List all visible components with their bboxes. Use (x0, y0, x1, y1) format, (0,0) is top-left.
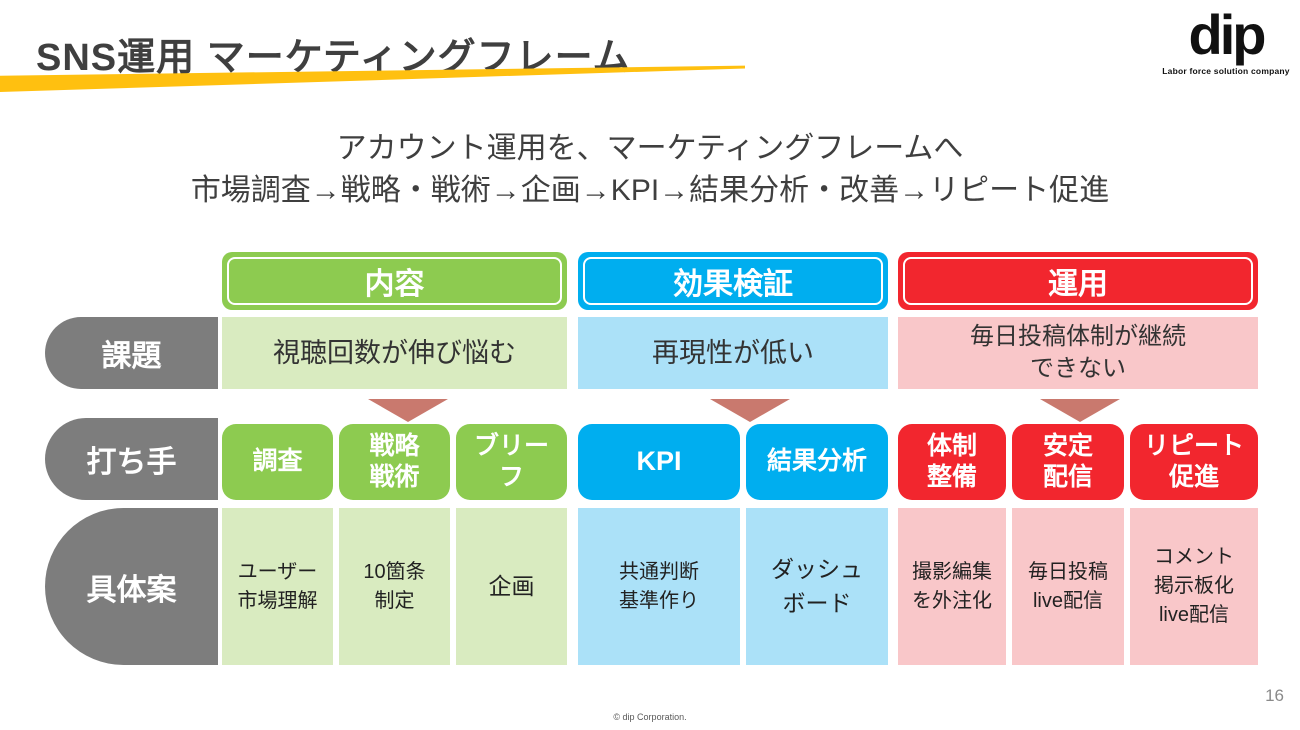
action-box-stable-posting: 安定 配信 (1012, 424, 1124, 500)
action-box-strategy: 戦略 戦術 (339, 424, 450, 500)
action-box-structure: 体制 整備 (898, 424, 1006, 500)
column-header-verification-label: 効果検証 (673, 268, 793, 301)
row-label-action: 打ち手 (45, 418, 218, 500)
arrow-down-icon (1040, 399, 1120, 422)
issue-cell-operation: 毎日投稿体制が継続 できない (898, 317, 1258, 389)
action-box-kpi: KPI (578, 424, 740, 500)
subtitle: アカウント運用を、マーケティングフレームへ 市場調査→戦略・戦術→企画→KPI→… (0, 128, 1300, 212)
issue-cell-verification: 再現性が低い (578, 317, 888, 389)
arrow-down-icon (710, 399, 790, 422)
subtitle-line-2: 市場調査→戦略・戦術→企画→KPI→結果分析・改善→リピート促進 (190, 174, 1110, 207)
detail-cell-daily-live: 毎日投稿 live配信 (1012, 508, 1124, 665)
action-box-research: 調査 (222, 424, 333, 500)
column-header-verification: 効果検証 (578, 252, 888, 310)
detail-cell-judgment-criteria: 共通判断 基準作り (578, 508, 740, 665)
action-box-result-analysis: 結果分析 (746, 424, 888, 500)
subtitle-line-1: アカウント運用を、マーケティングフレームへ (336, 132, 964, 165)
dip-logo-text: dip (1188, 3, 1267, 66)
detail-cell-comment-board: コメント 掲示板化 live配信 (1130, 508, 1258, 665)
dip-logo: dip Labor force solution company (1158, 3, 1294, 76)
detail-cell-user-market: ユーザー 市場理解 (222, 508, 333, 665)
column-header-content-label: 内容 (364, 268, 425, 301)
column-header-content: 内容 (222, 252, 567, 310)
action-box-repeat: リピート 促進 (1130, 424, 1258, 500)
detail-cell-outsource: 撮影編集 を外注化 (898, 508, 1006, 665)
issue-cell-content: 視聴回数が伸び悩む (222, 317, 567, 389)
copyright-text: © dip Corporation. (613, 712, 687, 722)
dip-logo-tagline: Labor force solution company (1162, 65, 1290, 76)
detail-cell-ten-rules: 10箇条 制定 (339, 508, 450, 665)
column-header-operation-label: 運用 (1048, 268, 1108, 301)
detail-cell-dashboard: ダッシュ ボード (746, 508, 888, 665)
column-header-operation: 運用 (898, 252, 1258, 310)
action-box-brief: ブリー フ (456, 424, 567, 500)
row-label-detail: 具体案 (45, 508, 218, 665)
page-number: 16 (1265, 686, 1284, 705)
detail-cell-planning: 企画 (456, 508, 567, 665)
arrow-down-icon (368, 399, 448, 422)
row-label-issue: 課題 (45, 317, 218, 389)
